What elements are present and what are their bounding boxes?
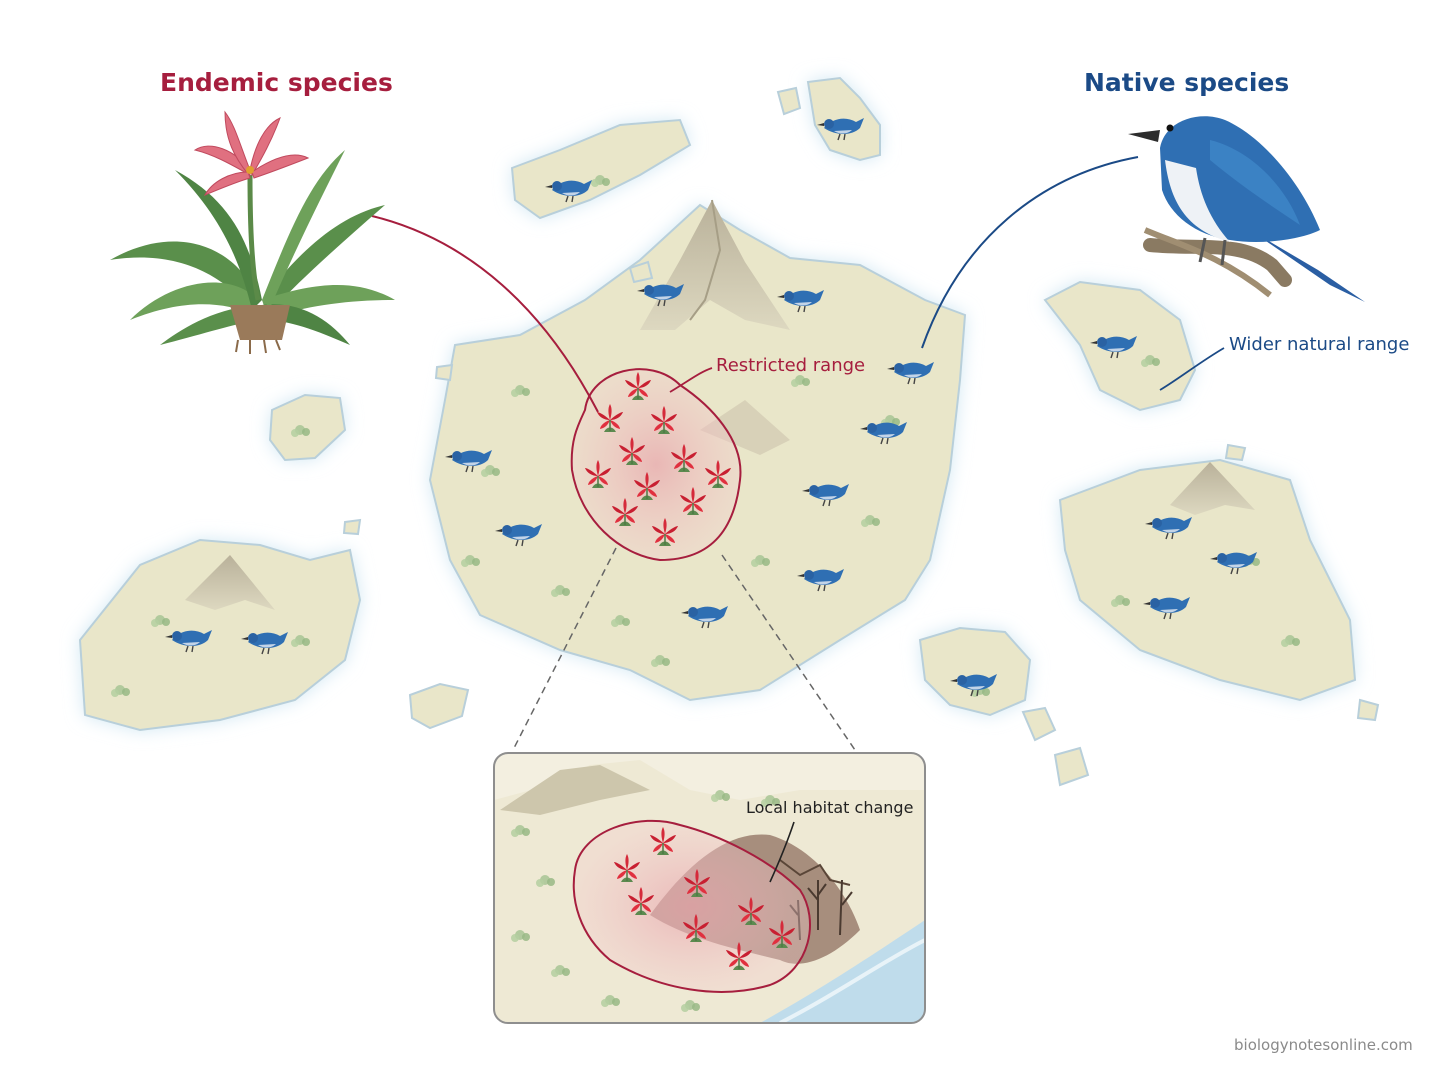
source-credit: biologynotesonline.com — [1234, 1036, 1413, 1054]
habitat-change-leader — [769, 821, 795, 883]
lily-plant-icon — [110, 110, 395, 354]
habitat-inset — [493, 752, 926, 1024]
bluebird-icon — [1128, 116, 1365, 302]
east-island — [1058, 458, 1357, 702]
wider-range-label: Wider natural range — [1229, 334, 1410, 355]
restricted-range-label: Restricted range — [716, 355, 866, 376]
endemic-leader-line — [371, 215, 599, 413]
inset-range-zone — [572, 819, 811, 993]
inset-connector-lines — [512, 547, 856, 751]
endemic-species-heading: Endemic species — [160, 68, 393, 97]
restricted-range-leader — [669, 367, 713, 393]
west-island — [78, 538, 362, 732]
native-leader-line — [921, 156, 1139, 349]
wider-range-leader — [1159, 347, 1225, 391]
habitat-change-label: Local habitat change — [746, 798, 914, 817]
native-species-heading: Native species — [1084, 68, 1290, 97]
